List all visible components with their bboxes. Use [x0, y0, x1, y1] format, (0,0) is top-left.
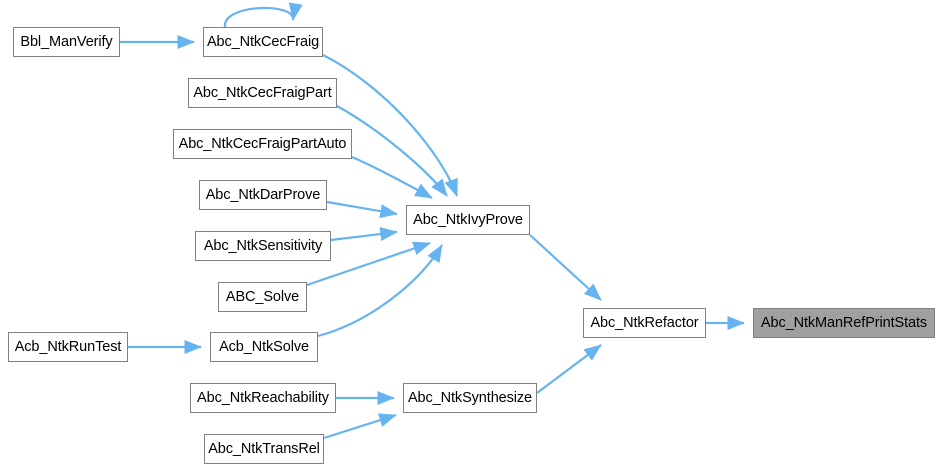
graph-node-bbl_manverify[interactable]: Bbl_ManVerify — [13, 27, 120, 57]
graph-node-label: Bbl_ManVerify — [20, 33, 113, 50]
graph-node-label: Abc_NtkManRefPrintStats — [760, 314, 928, 331]
graph-node-abc_ntkcecfraigpart[interactable]: Abc_NtkCecFraigPart — [188, 78, 337, 108]
graph-node-abc_solve[interactable]: ABC_Solve — [218, 282, 307, 312]
edge-cecfraig-self-loop — [223, 2, 303, 28]
edge-synthesize-to-refactor — [536, 344, 602, 394]
graph-node-abc_ntkcecfraig[interactable]: Abc_NtkCecFraig — [203, 27, 323, 57]
edge-acbsolve-to-ivyprove — [317, 244, 443, 338]
graph-node-label: Acb_NtkSolve — [219, 338, 309, 355]
graph-node-abc_ntkcecfraigpartauto[interactable]: Abc_NtkCecFraigPartAuto — [173, 129, 352, 159]
graph-node-label: Abc_NtkCecFraigPart — [193, 84, 332, 101]
graph-node-acb_ntksolve[interactable]: Acb_NtkSolve — [210, 332, 318, 362]
graph-node-abc_ntksensitivity[interactable]: Abc_NtkSensitivity — [195, 231, 331, 261]
graph-node-label: ABC_Solve — [225, 288, 300, 305]
edge-cecfraigpart-to-ivyprove — [336, 105, 448, 197]
graph-node-abc_ntkmanrefprintstats[interactable]: Abc_NtkManRefPrintStats — [753, 308, 935, 338]
graph-node-acb_ntkruntest[interactable]: Acb_NtkRunTest — [8, 332, 128, 362]
edge-cecfraig-to-ivyprove — [322, 54, 459, 197]
graph-node-abc_ntktransrel[interactable]: Abc_NtkTransRel — [204, 434, 324, 464]
graph-node-abc_ntkdarprove[interactable]: Abc_NtkDarProve — [199, 180, 327, 210]
edge-darprove-to-ivyprove — [326, 200, 398, 219]
graph-node-abc_ntkreachability[interactable]: Abc_NtkReachability — [190, 383, 336, 413]
graph-node-label: Abc_NtkCecFraigPartAuto — [178, 135, 347, 152]
edge-ivyprove-to-refactor — [529, 234, 602, 301]
edge-transrel-to-synthesize — [323, 413, 397, 440]
edge-cecfraigpartauto-to-ivyprove — [351, 155, 433, 199]
graph-node-label: Abc_NtkSensitivity — [203, 237, 323, 254]
graph-node-label: Abc_NtkCecFraig — [206, 33, 320, 50]
graph-node-label: Abc_NtkIvyProve — [413, 211, 523, 228]
graph-node-abc_ntkivyprove[interactable]: Abc_NtkIvyProve — [406, 205, 530, 235]
graph-node-label: Abc_NtkReachability — [197, 389, 329, 406]
graph-node-label: Abc_NtkTransRel — [208, 440, 320, 457]
graph-node-label: Acb_NtkRunTest — [14, 338, 122, 355]
graph-node-abc_ntkrefactor[interactable]: Abc_NtkRefactor — [583, 308, 706, 338]
edge-sensitivity-to-ivyprove — [330, 227, 398, 242]
graph-node-abc_ntksynthesize[interactable]: Abc_NtkSynthesize — [403, 383, 537, 413]
graph-node-label: Abc_NtkDarProve — [205, 186, 321, 203]
graph-node-label: Abc_NtkSynthesize — [407, 389, 533, 406]
graph-node-label: Abc_NtkRefactor — [590, 314, 699, 331]
